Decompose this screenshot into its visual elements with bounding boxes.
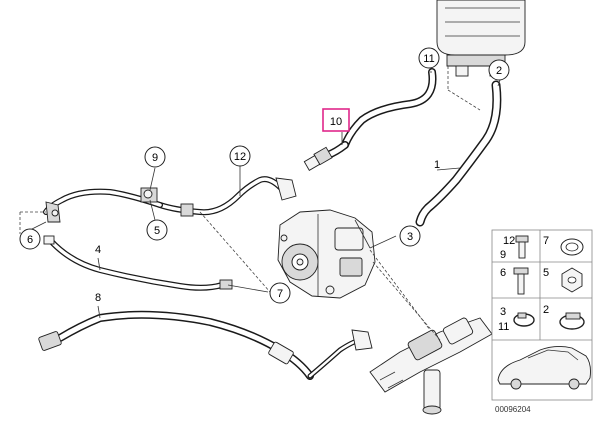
svg-text:11: 11 [423, 53, 434, 65]
svg-text:12: 12 [234, 151, 246, 163]
bolt-icon [515, 235, 529, 259]
callout-6[interactable]: 6 [19, 228, 41, 250]
svg-text:8: 8 [95, 292, 101, 304]
callout-11[interactable]: 11 [418, 47, 440, 69]
hex-nut-icon [561, 267, 583, 293]
reservoir [436, 0, 526, 77]
svg-text:9: 9 [152, 152, 158, 164]
callout-4[interactable]: 4 [95, 244, 101, 256]
legend-label-2: 2 [543, 304, 549, 316]
callout-1[interactable]: 1 [434, 159, 440, 171]
hose-8 [38, 310, 373, 380]
svg-text:7: 7 [277, 288, 283, 300]
hose-1 [415, 80, 502, 227]
worm-clamp-icon [559, 312, 585, 330]
hose-12 [157, 176, 297, 217]
power-steering-pump [277, 209, 376, 299]
callout-12[interactable]: 12 [229, 145, 251, 167]
legend-label-5: 5 [543, 267, 549, 279]
hose-10 [303, 141, 349, 171]
svg-text:3: 3 [407, 231, 413, 243]
legend-label-3: 3 [500, 306, 506, 318]
hex-bolt-icon [513, 267, 529, 295]
callout-8[interactable]: 8 [95, 292, 101, 304]
svg-text:10: 10 [330, 116, 342, 128]
svg-text:4: 4 [95, 244, 101, 256]
steering-rack [369, 317, 493, 415]
legend-label-12: 12 [503, 235, 515, 247]
legend-label-6: 6 [500, 267, 506, 279]
document-number: 00096204 [495, 405, 531, 414]
hose-4 [43, 235, 233, 291]
leader-lines [19, 66, 501, 341]
legend-label-11: 11 [498, 321, 509, 333]
svg-text:5: 5 [154, 225, 160, 237]
svg-text:6: 6 [27, 234, 33, 246]
callout-5[interactable]: 5 [146, 219, 168, 241]
car-silhouette-icon [497, 345, 591, 390]
hose-upper-left [43, 187, 163, 223]
callout-7[interactable]: 7 [269, 282, 291, 304]
callout-2[interactable]: 2 [488, 59, 510, 81]
legend-label-7: 7 [543, 235, 549, 247]
sealing-ring-icon [560, 238, 584, 256]
callout-3[interactable]: 3 [399, 225, 421, 247]
hose-clamp-icon [513, 312, 535, 327]
hose-11 [341, 68, 437, 149]
svg-text:1: 1 [434, 159, 440, 171]
callout-10-highlighted[interactable]: 10 [322, 108, 350, 132]
legend-label-9: 9 [500, 249, 506, 261]
parts-legend: 12 9 7 6 5 3 11 2 [491, 229, 593, 401]
callout-9[interactable]: 9 [144, 146, 166, 168]
svg-text:2: 2 [496, 65, 502, 77]
